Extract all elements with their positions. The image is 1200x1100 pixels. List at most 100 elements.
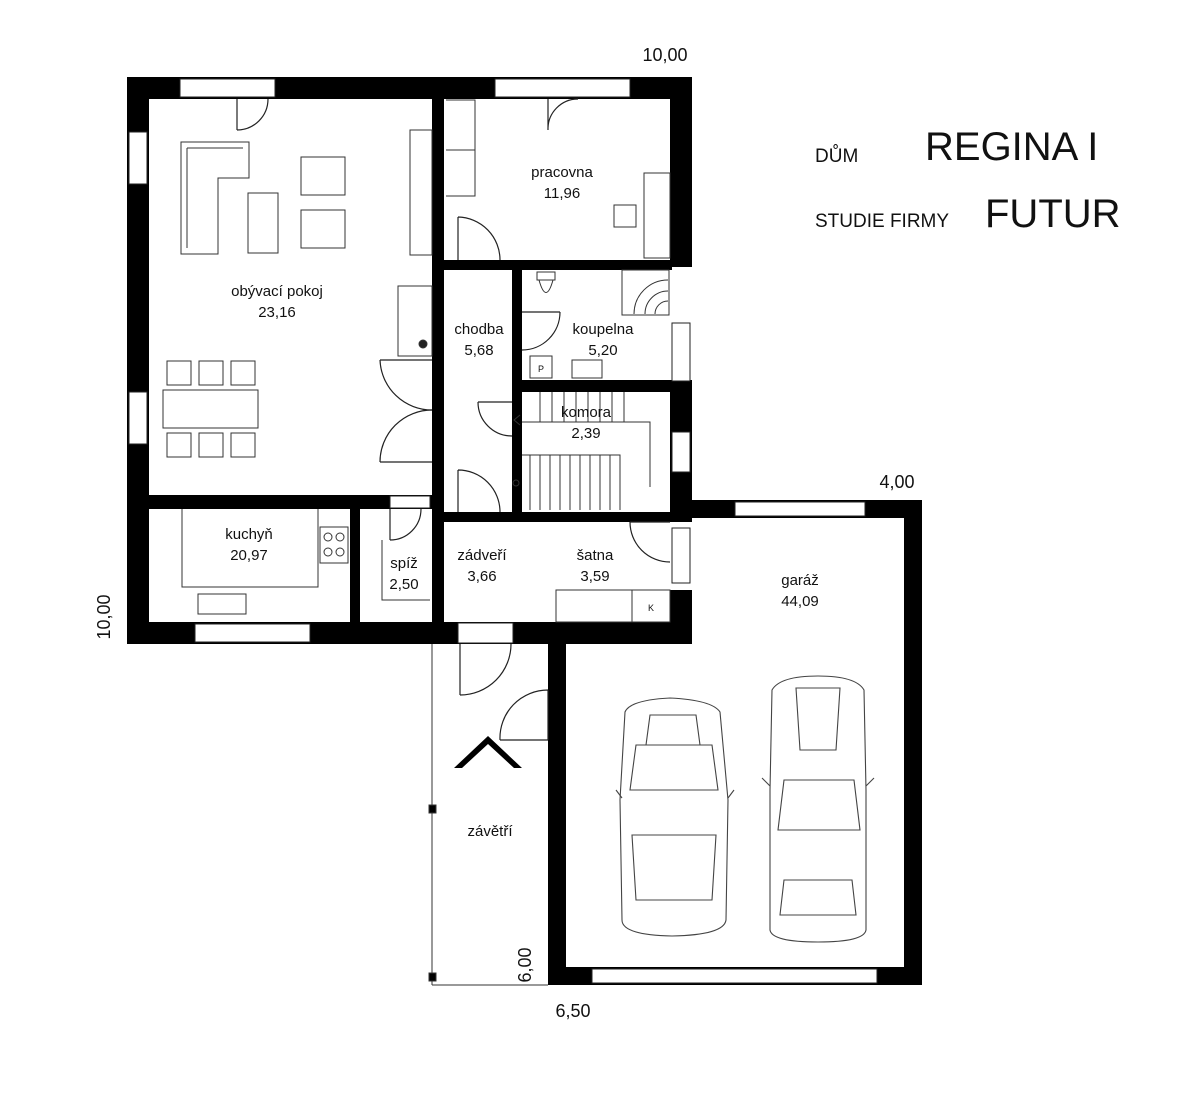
porch-post <box>428 804 437 814</box>
stove-icon <box>418 339 428 349</box>
garage-wall-left <box>548 644 566 985</box>
room-name-garage: garáž <box>781 572 819 589</box>
room-name-study: pracovna <box>531 164 593 181</box>
house-name: REGINA I <box>925 125 1098 169</box>
house-label: DŮM <box>815 145 858 167</box>
dim-bottom-height: 6,00 <box>515 947 535 982</box>
burner-icon <box>335 547 345 557</box>
window-storage-right <box>671 431 691 473</box>
arrow-icon <box>513 414 521 426</box>
fixture-label-p: P <box>538 364 544 374</box>
room-area-study: 11,96 <box>544 185 580 202</box>
chair-5 <box>198 432 224 458</box>
fireplace <box>397 285 433 357</box>
room-area-kitchen: 20,97 <box>230 547 268 564</box>
wall-left <box>127 77 149 644</box>
kitchen-sink <box>197 593 247 615</box>
wardrobe-cabinet <box>555 589 671 623</box>
dim-garage-width: 4,00 <box>879 472 914 492</box>
shower <box>621 269 670 316</box>
cooktop <box>319 526 349 564</box>
car-left <box>615 697 735 937</box>
dim-bottom-width: 6,50 <box>555 1001 590 1021</box>
door-wardrobe <box>629 521 671 563</box>
room-area-vestibule: 3,66 <box>467 568 496 585</box>
chair-1 <box>166 360 192 386</box>
wall-vestibule-top <box>432 512 692 522</box>
room-labels: obývací pokoj 23,16 pracovna 11,96 chodb… <box>225 164 819 840</box>
wall-study-bottom <box>432 260 672 270</box>
stair-start-icon <box>512 479 520 487</box>
shower-arc <box>633 279 669 315</box>
studio-name: FUTUR <box>985 192 1121 236</box>
door-storage <box>477 401 513 437</box>
coffee-table <box>247 192 279 254</box>
doors <box>236 98 671 741</box>
door-study-top <box>547 98 579 131</box>
window-kitchen-bottom <box>194 623 311 643</box>
car-right <box>761 675 875 943</box>
garage-wall-right <box>904 500 922 985</box>
door-garage-bottom <box>591 968 878 984</box>
sofa <box>180 141 250 255</box>
wall-pantry-right <box>432 462 444 624</box>
room-name-pantry: spíž <box>390 555 418 572</box>
wall-right-lower <box>670 590 692 644</box>
chair-2 <box>198 360 224 386</box>
door-living-double-1 <box>379 359 433 411</box>
dimension-labels: 10,00 10,00 4,00 6,50 6,00 <box>94 45 915 1021</box>
room-area-pantry: 2,50 <box>389 576 418 593</box>
bath-cabinet <box>529 355 553 379</box>
burner-icon <box>323 532 333 542</box>
window-bath-right <box>671 322 691 382</box>
door-garage-side <box>499 689 549 741</box>
room-name-living: obývací pokoj <box>231 283 323 300</box>
study-shelf <box>446 99 476 197</box>
washbasin <box>571 359 603 379</box>
door-bath <box>521 311 561 351</box>
room-name-wardrobe: šatna <box>577 547 614 564</box>
chair-6 <box>230 432 256 458</box>
room-area-living: 23,16 <box>258 304 296 321</box>
door-hall-vestibule <box>457 469 501 513</box>
window-living-left-2 <box>128 391 148 445</box>
room-name-vestibule: zádveří <box>457 547 507 564</box>
study-desk <box>643 172 671 259</box>
door-entry <box>459 643 512 696</box>
room-name-kitchen: kuchyň <box>225 526 273 543</box>
furniture <box>162 99 671 986</box>
door-pantry <box>389 508 422 541</box>
wall-right-upper <box>670 77 692 267</box>
cabinet-living <box>409 129 433 256</box>
window-garage-top <box>734 501 866 517</box>
room-area-storage: 2,39 <box>571 425 600 442</box>
armchair-2 <box>300 209 346 249</box>
door-living-top <box>236 98 269 131</box>
room-area-hall: 5,68 <box>464 342 493 359</box>
stair-outline <box>522 421 651 510</box>
burner-icon <box>323 547 333 557</box>
door-study-hall <box>457 216 501 261</box>
room-area-wardrobe: 3,59 <box>580 568 609 585</box>
kitchen-counter <box>181 509 319 588</box>
dining-table <box>162 389 259 429</box>
dim-top-width: 10,00 <box>642 45 687 65</box>
title-block: DŮM REGINA I STUDIE FIRMY FUTUR <box>815 125 1121 236</box>
toilet <box>536 271 556 293</box>
pantry-shelf <box>381 540 430 601</box>
chair-4 <box>166 432 192 458</box>
wall-kitchen-top <box>149 495 444 509</box>
window-wardrobe-right <box>671 527 691 584</box>
room-name-hall: chodba <box>454 321 504 338</box>
room-name-storage: komora <box>561 404 612 421</box>
room-name-porch: závětří <box>467 823 513 840</box>
wall-pantry-left <box>350 495 360 625</box>
wall-living-hall <box>432 99 444 462</box>
door-living-double-2 <box>379 409 433 463</box>
windows <box>128 78 878 984</box>
window-living-left-1 <box>128 131 148 185</box>
chair-3 <box>230 360 256 386</box>
fixture-label-k: K <box>648 603 654 613</box>
door-entry-opening <box>457 622 514 644</box>
